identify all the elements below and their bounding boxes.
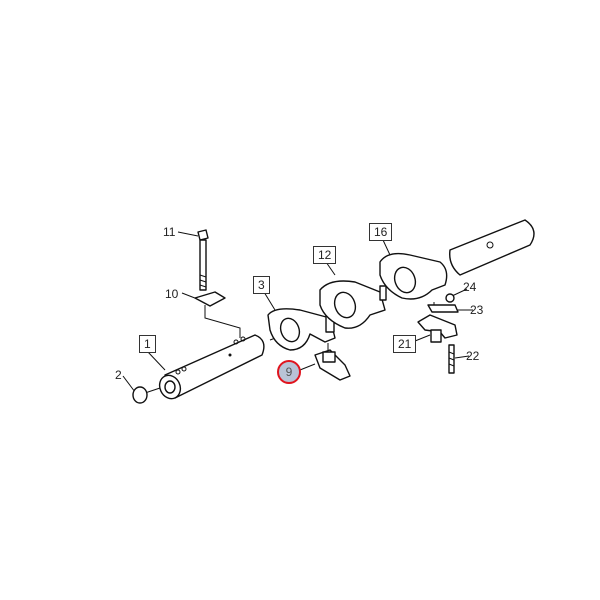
shaft-part-1	[158, 334, 265, 400]
plug-part-2	[132, 386, 148, 404]
callout-12[interactable]: 12	[313, 246, 337, 264]
callout-10[interactable]: 10	[165, 287, 179, 301]
callout-23[interactable]: 23	[470, 303, 484, 317]
callout-9-highlighted[interactable]: 9	[277, 360, 301, 384]
callout-2[interactable]: 2	[115, 368, 122, 382]
bridge-part-21	[417, 314, 458, 339]
plate-part-23	[427, 304, 459, 313]
nut-part-24	[445, 293, 455, 303]
screw-part-22	[448, 344, 455, 374]
bolt-part-11	[197, 229, 209, 291]
callout-22[interactable]: 22	[466, 349, 480, 363]
callout-16[interactable]: 16	[369, 223, 393, 241]
callout-21[interactable]: 21	[393, 335, 417, 353]
callout-11[interactable]: 11	[163, 225, 176, 239]
callout-24[interactable]: 24	[463, 280, 477, 294]
callout-1[interactable]: 1	[139, 335, 156, 353]
bracket-part-10	[194, 291, 226, 307]
callout-3[interactable]: 3	[253, 276, 270, 294]
